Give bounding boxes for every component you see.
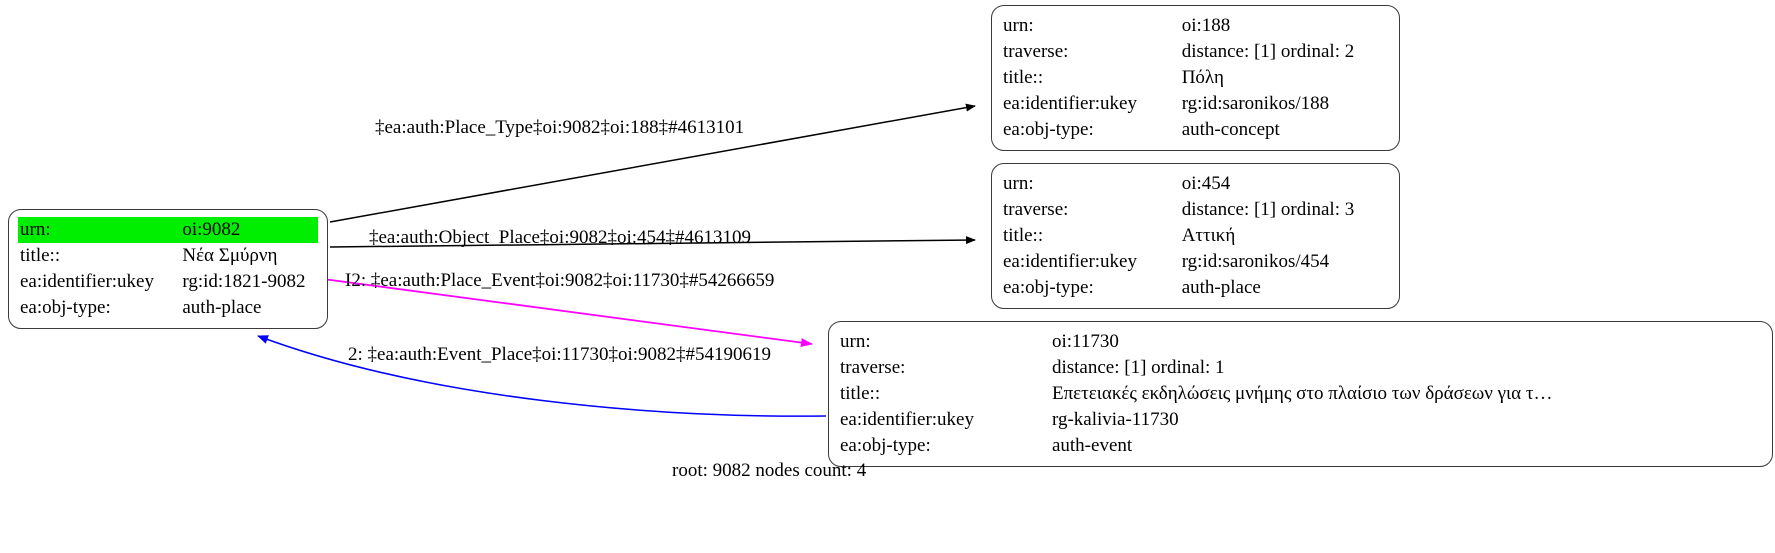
node-9082-table: urn: oi:9082 title:: Νέα Σμύρνη ea:ident…	[18, 217, 318, 321]
row-value: auth-event	[1051, 435, 1133, 456]
row-key: ea:obj-type:	[20, 297, 111, 318]
table-row: title:: Αττική	[1001, 223, 1390, 249]
edge-label-place-event: I2: ‡ea:auth:Place_Event‡oi:9082‡oi:1173…	[345, 270, 775, 291]
row-key: title::	[20, 245, 61, 266]
node-454[interactable]: urn: oi:454 traverse: distance: [1] ordi…	[991, 163, 1400, 309]
row-value: rg:id:saronikos/454	[1181, 251, 1330, 272]
node-11730[interactable]: urn: oi:11730 traverse: distance: [1] or…	[828, 321, 1773, 467]
table-row: traverse: distance: [1] ordinal: 1	[838, 355, 1763, 381]
table-row: ea:obj-type: auth-place	[18, 295, 318, 321]
table-row: urn: oi:188	[1001, 13, 1390, 39]
row-key: traverse:	[1003, 199, 1069, 220]
node-9082[interactable]: urn: oi:9082 title:: Νέα Σμύρνη ea:ident…	[8, 209, 328, 329]
row-key: urn:	[840, 331, 871, 352]
row-key: traverse:	[840, 357, 906, 378]
edge-label-place-type: ‡ea:auth:Place_Type‡oi:9082‡oi:188‡#4613…	[375, 117, 745, 138]
row-value: auth-place	[1181, 277, 1261, 298]
table-row: ea:obj-type: auth-place	[1001, 275, 1390, 301]
table-row: urn: oi:9082	[18, 217, 318, 243]
row-value: oi:11730	[1051, 331, 1119, 352]
row-value: distance: [1] ordinal: 1	[1051, 357, 1225, 378]
table-row: title:: Νέα Σμύρνη	[18, 243, 318, 269]
row-value: distance: [1] ordinal: 3	[1181, 199, 1355, 220]
row-key: traverse:	[1003, 41, 1069, 62]
row-value: auth-concept	[1181, 119, 1280, 140]
table-row: ea:identifier:ukey rg:id:saronikos/454	[1001, 249, 1390, 275]
table-row: title:: Πόλη	[1001, 65, 1390, 91]
row-key: title::	[1003, 67, 1044, 88]
row-value: auth-place	[182, 297, 262, 318]
table-row: traverse: distance: [1] ordinal: 2	[1001, 39, 1390, 65]
table-row: urn: oi:454	[1001, 171, 1390, 197]
node-454-table: urn: oi:454 traverse: distance: [1] ordi…	[1001, 171, 1390, 301]
table-row: ea:identifier:ukey rg-kalivia-11730	[838, 407, 1763, 433]
row-value: Αττική	[1181, 225, 1236, 246]
row-value: rg:id:saronikos/188	[1181, 93, 1330, 114]
node-11730-table: urn: oi:11730 traverse: distance: [1] or…	[838, 329, 1763, 459]
row-value: oi:454	[1181, 173, 1231, 194]
row-value: rg:id:1821-9082	[182, 271, 306, 292]
table-row: ea:obj-type: auth-concept	[1001, 117, 1390, 143]
row-key: urn:	[18, 217, 181, 243]
node-188[interactable]: urn: oi:188 traverse: distance: [1] ordi…	[991, 5, 1400, 151]
row-key: ea:identifier:ukey	[840, 409, 974, 430]
table-row: urn: oi:11730	[838, 329, 1763, 355]
row-value: Επετειακές εκδηλώσεις μνήμης στο πλαίσιο…	[1051, 383, 1553, 404]
row-key: ea:identifier:ukey	[20, 271, 154, 292]
row-value: oi:9082	[180, 217, 318, 243]
edge-label-event-place: 2: ‡ea:auth:Event_Place‡oi:11730‡oi:9082…	[348, 344, 772, 365]
row-key: urn:	[1003, 173, 1034, 194]
row-key: urn:	[1003, 15, 1034, 36]
table-row: ea:obj-type: auth-event	[838, 433, 1763, 459]
row-key: title::	[1003, 225, 1044, 246]
row-key: ea:identifier:ukey	[1003, 251, 1137, 272]
table-row: ea:identifier:ukey rg:id:1821-9082	[18, 269, 318, 295]
row-key: ea:obj-type:	[1003, 119, 1094, 140]
graph-caption: root: 9082 nodes count: 4	[672, 460, 867, 481]
row-key: ea:identifier:ukey	[1003, 93, 1137, 114]
table-row: traverse: distance: [1] ordinal: 3	[1001, 197, 1390, 223]
table-row: title:: Επετειακές εκδηλώσεις μνήμης στο…	[838, 381, 1763, 407]
row-value: Πόλη	[1181, 67, 1224, 88]
table-row: ea:identifier:ukey rg:id:saronikos/188	[1001, 91, 1390, 117]
row-key: ea:obj-type:	[840, 435, 931, 456]
edge-label-object-place: ‡ea:auth:Object_Place‡oi:9082‡oi:454‡#46…	[369, 227, 752, 248]
node-188-table: urn: oi:188 traverse: distance: [1] ordi…	[1001, 13, 1390, 143]
row-key: title::	[840, 383, 881, 404]
row-value: Νέα Σμύρνη	[182, 245, 278, 266]
row-value: oi:188	[1181, 15, 1231, 36]
row-value: rg-kalivia-11730	[1051, 409, 1179, 430]
row-key: ea:obj-type:	[1003, 277, 1094, 298]
row-value: distance: [1] ordinal: 2	[1181, 41, 1355, 62]
